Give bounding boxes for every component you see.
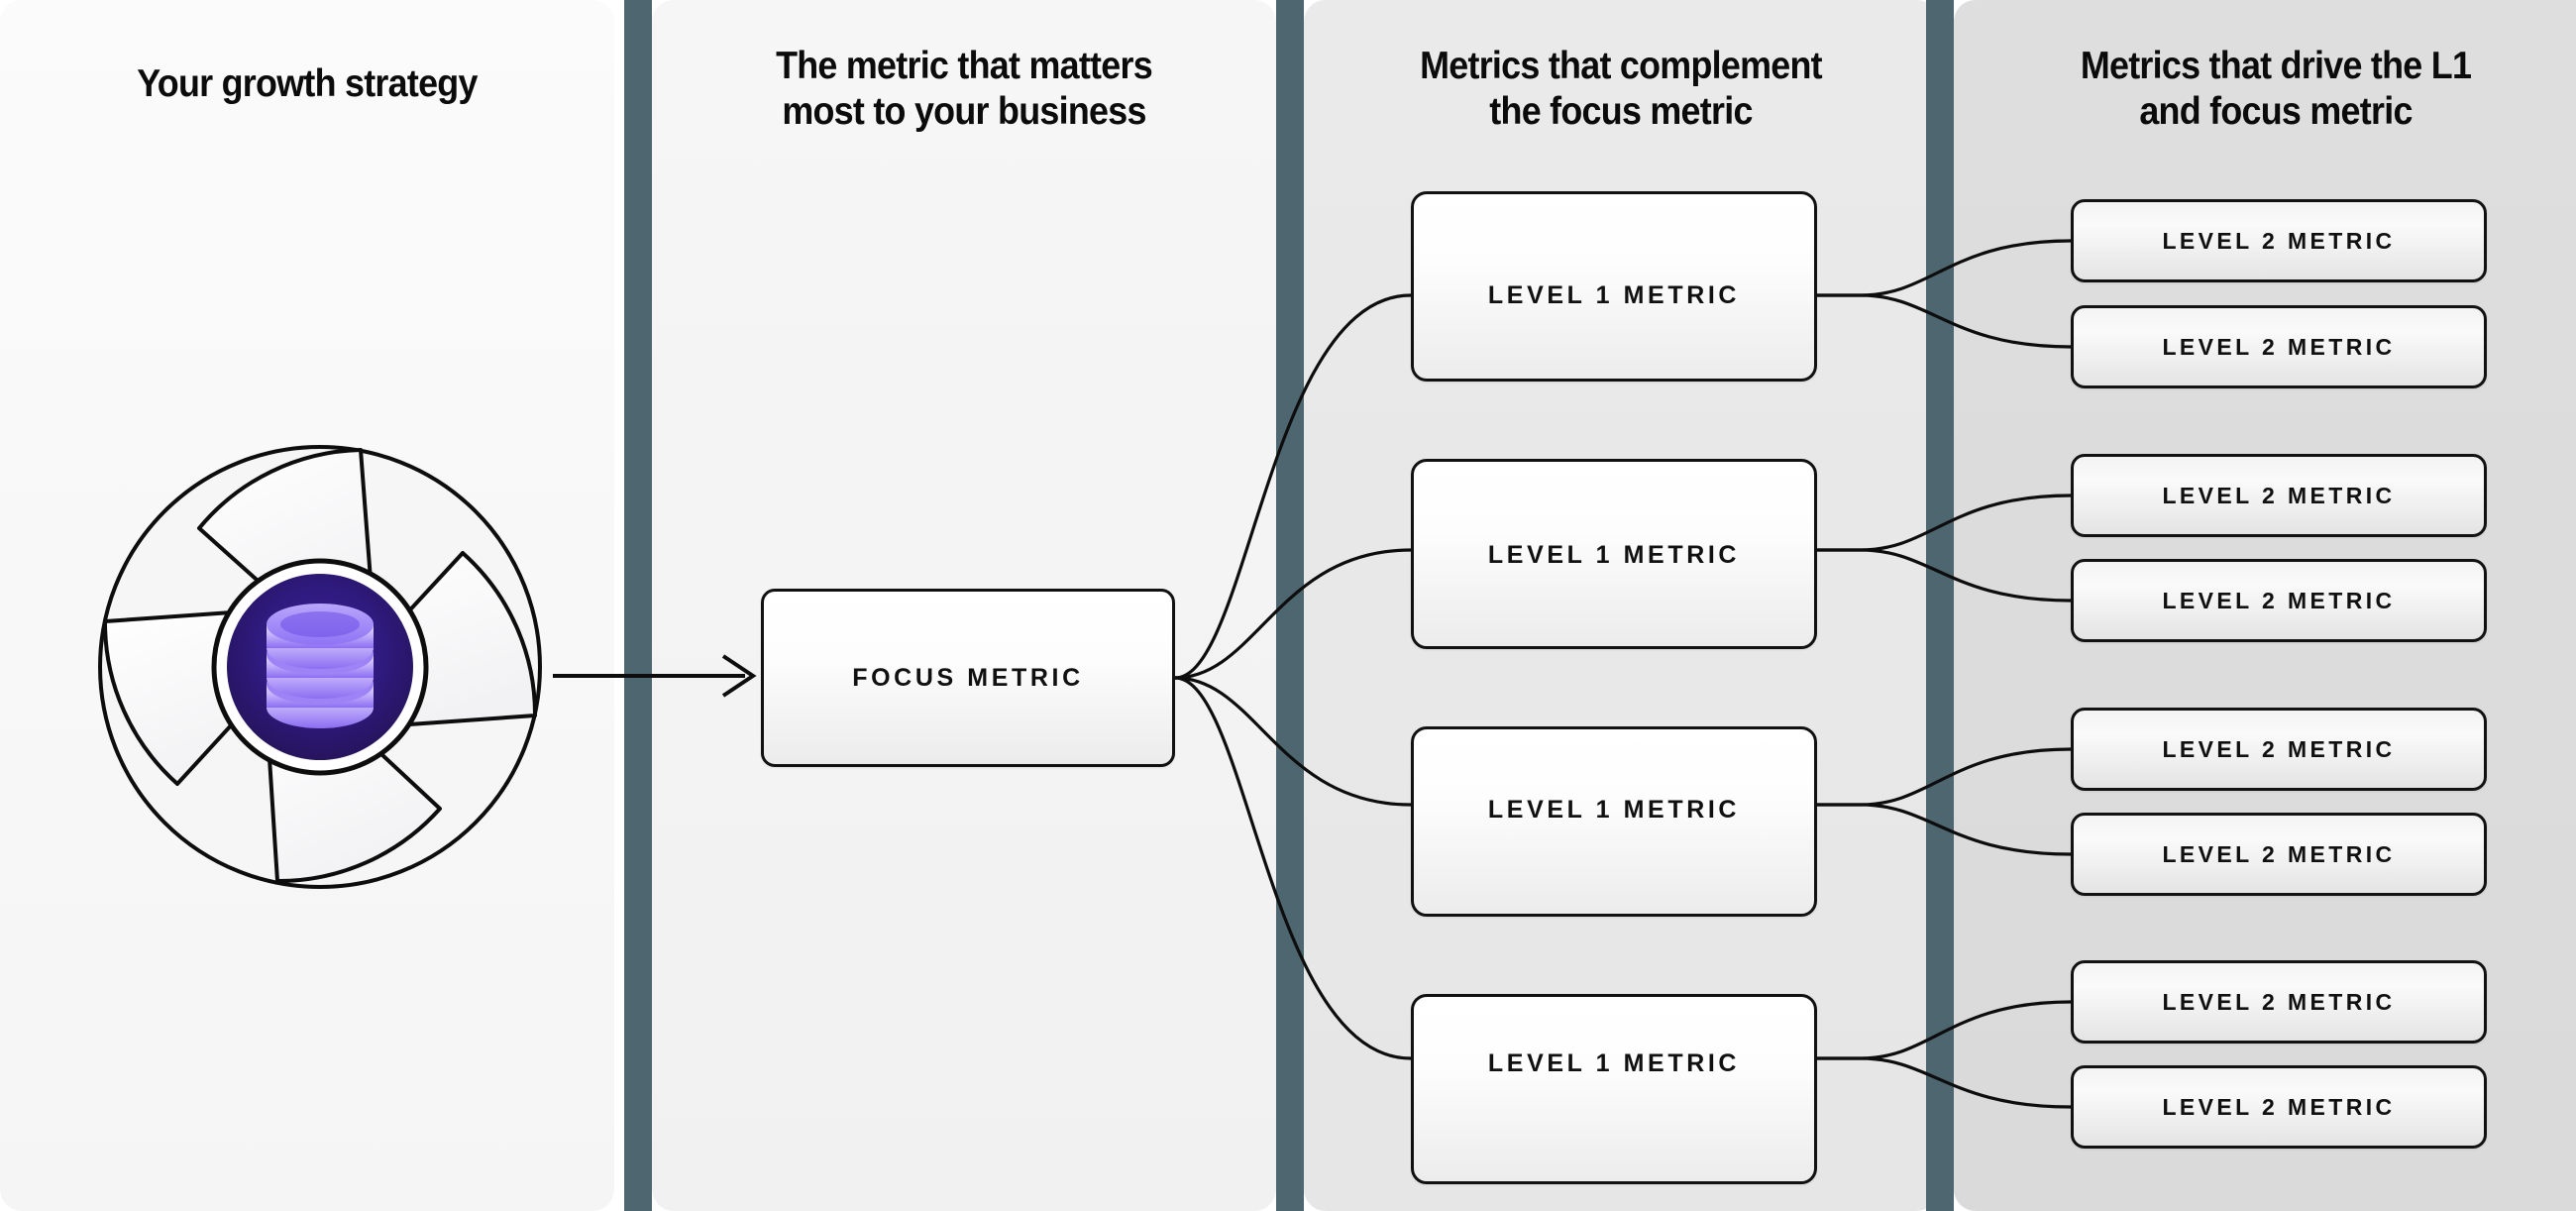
- level-1-metric-box-4[interactable]: LEVEL 1 METRIC: [1411, 994, 1817, 1184]
- database-icon: [267, 604, 374, 728]
- column-title-focus-metric: The metric that matters most to your bus…: [776, 45, 1153, 134]
- level-2-metric-label: LEVEL 2 METRIC: [2162, 735, 2396, 762]
- level-1-metric-box-2[interactable]: LEVEL 1 METRIC: [1411, 459, 1817, 649]
- level-1-metric-label: LEVEL 1 METRIC: [1487, 281, 1741, 309]
- level-2-metric-label: LEVEL 2 METRIC: [2162, 840, 2396, 867]
- focus-metric-label: FOCUS METRIC: [852, 663, 1084, 692]
- level-1-metric-label: LEVEL 1 METRIC: [1487, 1049, 1741, 1077]
- column-divider-1: [624, 0, 652, 1211]
- level-2-metric-box-3[interactable]: LEVEL 2 METRIC: [2071, 454, 2487, 537]
- level-2-metric-box-4[interactable]: LEVEL 2 METRIC: [2071, 559, 2487, 642]
- level-2-metric-label: LEVEL 2 METRIC: [2162, 227, 2396, 254]
- level-2-metric-label: LEVEL 2 METRIC: [2162, 482, 2396, 508]
- level-2-metric-label: LEVEL 2 METRIC: [2162, 587, 2396, 613]
- level-2-metric-box-2[interactable]: LEVEL 2 METRIC: [2071, 305, 2487, 388]
- level-2-metric-label: LEVEL 2 METRIC: [2162, 1093, 2396, 1120]
- level-2-metric-label: LEVEL 2 METRIC: [2162, 333, 2396, 360]
- level-2-metric-box-6[interactable]: LEVEL 2 METRIC: [2071, 813, 2487, 896]
- column-title-level-1: Metrics that complement the focus metric: [1420, 45, 1822, 134]
- level-1-metric-box-1[interactable]: LEVEL 1 METRIC: [1411, 191, 1817, 382]
- column-divider-3: [1926, 0, 1954, 1211]
- level-2-metric-box-5[interactable]: LEVEL 2 METRIC: [2071, 708, 2487, 791]
- level-1-metric-box-3[interactable]: LEVEL 1 METRIC: [1411, 726, 1817, 917]
- aperture-database-icon: [98, 445, 542, 889]
- column-title-level-2: Metrics that drive the L1 and focus metr…: [2080, 45, 2472, 134]
- level-2-metric-box-8[interactable]: LEVEL 2 METRIC: [2071, 1065, 2487, 1149]
- focus-metric-box[interactable]: FOCUS METRIC: [761, 589, 1175, 767]
- level-2-metric-box-7[interactable]: LEVEL 2 METRIC: [2071, 960, 2487, 1044]
- level-1-metric-label: LEVEL 1 METRIC: [1487, 796, 1741, 824]
- level-2-metric-label: LEVEL 2 METRIC: [2162, 988, 2396, 1015]
- level-2-metric-box-1[interactable]: LEVEL 2 METRIC: [2071, 199, 2487, 282]
- level-1-metric-label: LEVEL 1 METRIC: [1487, 541, 1741, 569]
- column-divider-2: [1276, 0, 1304, 1211]
- column-title-growth-strategy: Your growth strategy: [137, 62, 478, 105]
